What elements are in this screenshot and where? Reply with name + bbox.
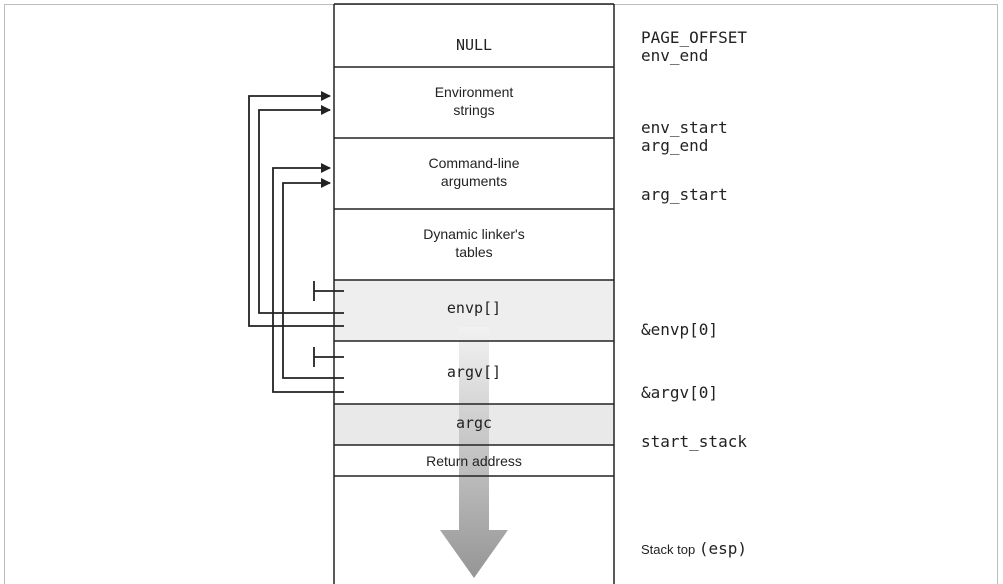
env-start-label: env_start [641, 118, 728, 137]
stack-column [333, 3, 615, 584]
argv-cell-label: argv[] [447, 363, 501, 381]
argv-pointer-outer [272, 163, 344, 393]
cmd-args-label-line2: arguments [441, 173, 507, 189]
env-strings-label-line1: Environment [435, 84, 514, 100]
start-stack-label: start_stack [641, 432, 747, 451]
env-strings-label-line2: strings [453, 102, 494, 118]
return-address-label: Return address [426, 453, 522, 469]
envp-null-stub [313, 281, 344, 301]
arg-end-label: arg_end [641, 136, 708, 155]
cmd-args-label-line1: Command-line [428, 155, 519, 171]
arg-start-label: arg_start [641, 185, 728, 204]
envp-pointer-outer [248, 91, 344, 327]
stack-top-label: Stack top (esp) [641, 539, 747, 558]
envp-cell-label: envp[] [447, 299, 501, 317]
argv-pointer-inner [282, 178, 344, 379]
env-end-label: env_end [641, 46, 708, 65]
linker-tables-label-line1: Dynamic linker's [423, 226, 524, 242]
page-offset-label: PAGE_OFFSET [641, 28, 747, 47]
stack-top-text: Stack top [641, 542, 699, 557]
envp-pointer-inner [258, 105, 344, 314]
argv0-label: &argv[0] [641, 383, 718, 402]
argv-null-stub [313, 347, 344, 367]
null-cell-label: NULL [456, 36, 492, 54]
pointer-connectors [248, 91, 344, 393]
linker-tables-label-line2: tables [455, 244, 492, 260]
argc-cell-label: argc [456, 414, 492, 432]
envp0-label: &envp[0] [641, 320, 718, 339]
stack-growth-arrow [440, 327, 508, 578]
stack-top-register: (esp) [699, 539, 747, 558]
